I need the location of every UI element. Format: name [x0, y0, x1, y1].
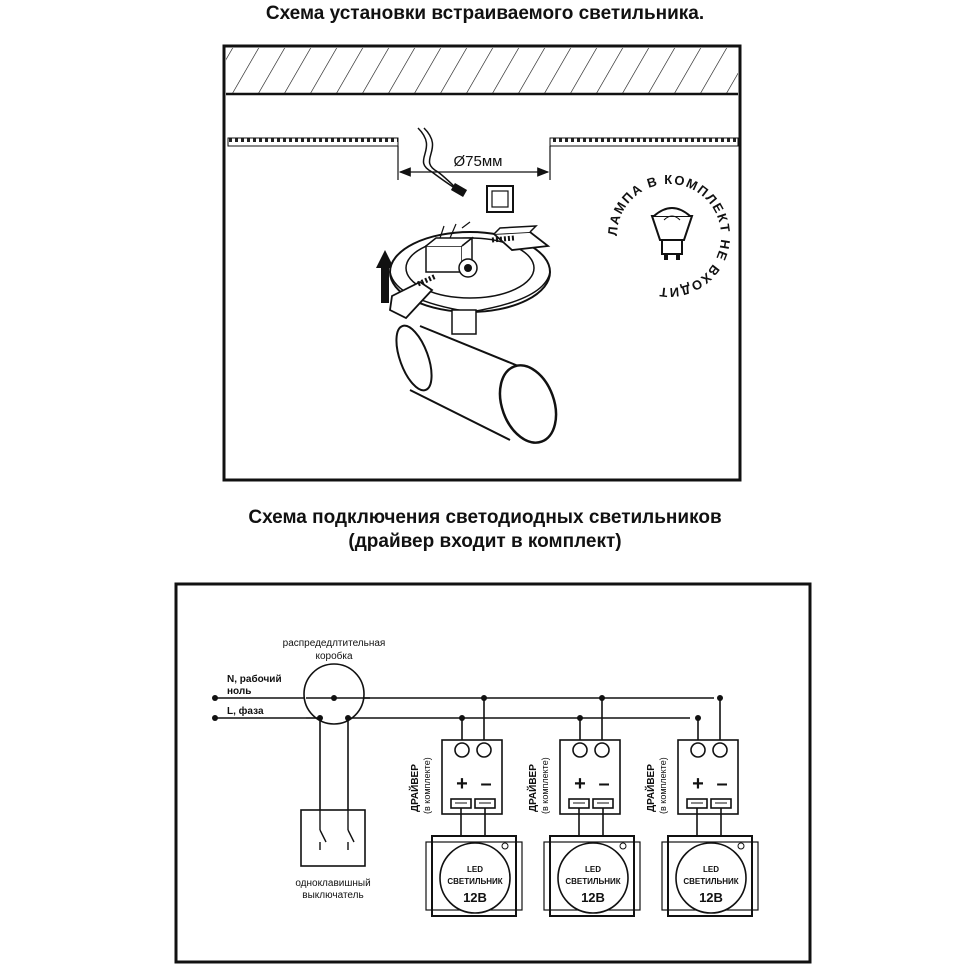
plus-sign: + — [574, 773, 586, 795]
switch-label-2: выключатель — [302, 890, 363, 901]
driver-label-note: (в комплекте) — [658, 757, 668, 814]
fixture-unit-3: +– ДРАЙВЕР(в комплекте) LED СВЕТИЛЬНИК 12В — [644, 695, 759, 917]
led-label: LED — [467, 865, 483, 874]
led-voltage: 12В — [699, 890, 723, 905]
driver-label-note: (в комплекте) — [540, 757, 550, 814]
minus-sign: – — [480, 773, 491, 795]
plus-sign: + — [692, 773, 704, 795]
driver-input-terminal — [690, 742, 706, 758]
driver-label: ДРАЙВЕР — [408, 764, 421, 812]
diameter-dimension: Ø75мм — [397, 146, 551, 180]
wiring-scheme-title-line2: (драйвер входит в комплект) — [348, 531, 622, 552]
led-voltage: 12В — [581, 890, 605, 905]
led-fixture-label: СВЕТИЛЬНИК — [447, 877, 502, 886]
phase-label: L, фаза — [227, 705, 264, 717]
wiring-scheme: распредедлтительная коробка N, рабочий н… — [174, 582, 812, 964]
led-label: LED — [585, 865, 601, 874]
fixture-unit-2: +– ДРАЙВЕР(в комплекте) LED СВЕТИЛЬНИК 12В — [526, 695, 641, 917]
driver-input-terminal — [572, 742, 588, 758]
driver-input-terminal — [454, 742, 470, 758]
installation-scheme: Ø75мм — [222, 44, 742, 482]
plus-sign: + — [456, 773, 468, 795]
junction-box-label-1: распредедлтительная — [283, 638, 386, 649]
supply-cable — [417, 127, 459, 191]
ceiling-panel — [227, 137, 739, 147]
led-voltage: 12В — [463, 890, 487, 905]
switch-label-1: одноклавишный — [295, 878, 370, 889]
spotlight-cylinder — [395, 324, 558, 444]
driver-input-terminal — [476, 742, 492, 758]
led-fixture-label: СВЕТИЛЬНИК — [565, 877, 620, 886]
led-lens — [675, 842, 747, 914]
wiring-scheme-title-line1: Схема подключения светодиодных светильни… — [248, 507, 722, 528]
neutral-label-2: ноль — [227, 686, 251, 697]
socket-square — [486, 185, 514, 213]
fixture-unit-1: +– ДРАЙВЕР(в комплекте) LED СВЕТИЛЬНИК 12В — [408, 695, 523, 917]
single-key-switch — [300, 809, 366, 867]
minus-sign: – — [598, 773, 609, 795]
driver-label-note: (в комплекте) — [422, 757, 432, 814]
driver-label: ДРАЙВЕР — [526, 764, 539, 812]
driver-input-terminal — [712, 742, 728, 758]
led-lens — [557, 842, 629, 914]
lamp-not-included-badge: ЛАМПА В КОМПЛЕКТ НЕ ВХОДИТ — [605, 172, 732, 300]
diameter-label: Ø75мм — [454, 153, 503, 170]
led-label: LED — [703, 865, 719, 874]
junction-box-label-2: коробка — [315, 650, 352, 662]
fixtures-group: +–ДРАЙВЕР(в комплекте)LEDСВЕТИЛЬНИК12В+–… — [408, 695, 759, 917]
driver-label: ДРАЙВЕР — [644, 764, 657, 812]
spring-clip-left — [389, 273, 438, 320]
gu10-lamp-icon — [650, 207, 694, 260]
driver-input-terminal — [594, 742, 610, 758]
led-fixture-label: СВЕТИЛЬНИК — [683, 877, 738, 886]
install-scheme-title: Схема установки встраиваемого светильник… — [265, 3, 705, 24]
wiring-frame — [174, 582, 812, 964]
install-frame — [222, 44, 742, 482]
minus-sign: – — [716, 773, 727, 795]
led-lens — [439, 842, 511, 914]
junction-box — [303, 663, 365, 725]
spring-clip-right — [491, 225, 551, 251]
neutral-label-1: N, рабочий — [227, 673, 282, 685]
fixture-stem — [451, 309, 477, 335]
ceiling-slab — [226, 48, 738, 94]
up-arrow-icon — [376, 250, 394, 303]
